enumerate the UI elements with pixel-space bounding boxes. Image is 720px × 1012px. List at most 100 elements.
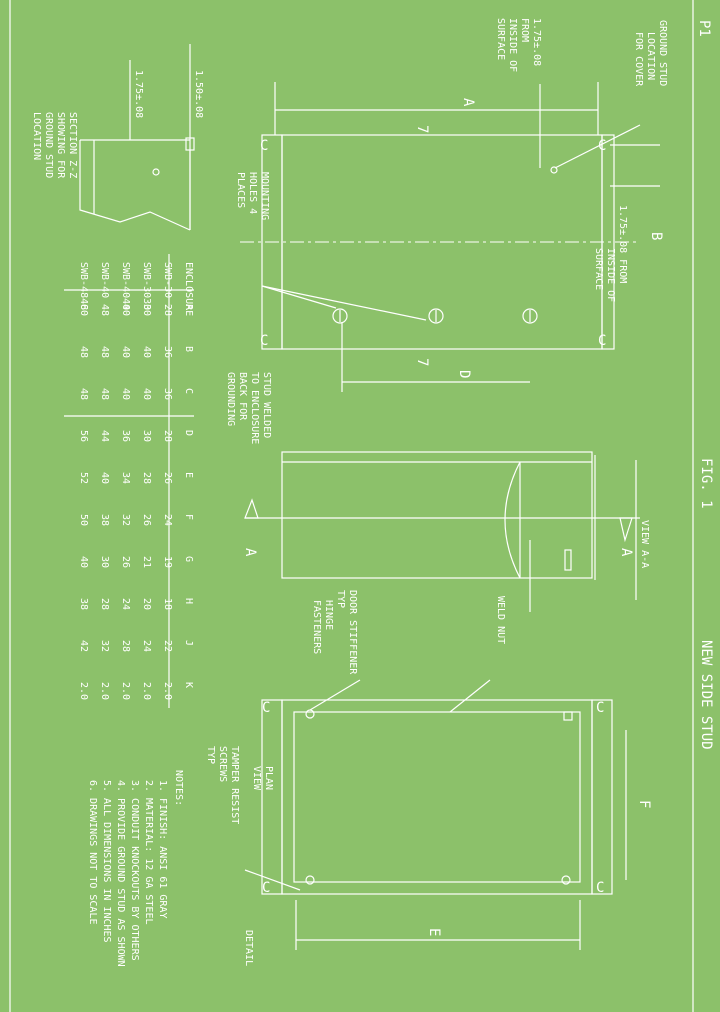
svg-text:FOR COVER: FOR COVER <box>633 32 644 87</box>
dimension-table: ENCLOSUREABCDEFGHJKSWB-30283636282624191… <box>64 254 194 708</box>
table-cell: 28 <box>99 598 110 610</box>
table-cell: SWB-4040 <box>120 262 131 310</box>
note-line: 4. PROVIDE GROUND STUD AS SHOWN <box>115 780 126 967</box>
note-line: 3. CONDUIT KNOCKOUTS BY OTHERS <box>129 780 140 961</box>
table-cell: 28 <box>141 472 152 484</box>
svg-text:LOCATION: LOCATION <box>31 112 42 160</box>
table-header-cell: ENCLOSURE <box>183 262 194 316</box>
table-cell: 60 <box>78 304 89 316</box>
table-cell: 24 <box>120 598 131 610</box>
table-cell: 32 <box>99 640 110 652</box>
table-cell: SWB-4848 <box>78 262 89 310</box>
svg-text:HINGE: HINGE <box>323 600 334 630</box>
table-header-cell: D <box>183 430 194 436</box>
table-cell: 24 <box>162 514 173 526</box>
dim-175: 1.75±.08 <box>133 70 144 118</box>
table-header-cell: B <box>183 346 194 352</box>
table-cell: 48 <box>99 346 110 358</box>
dim-150: 1.50±.08 <box>193 70 204 118</box>
table-header-cell: F <box>183 514 194 520</box>
svg-text:TAMPER RESIST: TAMPER RESIST <box>229 746 240 824</box>
svg-text:DOOR STIFFENER: DOOR STIFFENER <box>347 590 358 675</box>
stud-hole-3 <box>522 308 538 324</box>
svg-text:GROUND STUD: GROUND STUD <box>43 112 54 178</box>
table-cell: 18 <box>162 598 173 610</box>
svg-text:BACK FOR: BACK FOR <box>237 372 248 421</box>
svg-text:SURFACE: SURFACE <box>495 18 506 60</box>
table-cell: 28 <box>162 430 173 442</box>
svg-text:C: C <box>598 138 606 154</box>
svg-text:PLAN: PLAN <box>263 766 274 790</box>
table-header-cell: G <box>183 556 194 562</box>
svg-text:C: C <box>598 333 606 349</box>
table-cell: 2.0 <box>78 682 89 700</box>
svg-text:SURFACE: SURFACE <box>593 248 604 290</box>
svg-text:INSIDE OF: INSIDE OF <box>507 18 518 72</box>
table-cell: 44 <box>99 430 110 442</box>
svg-text:STUD WELDED: STUD WELDED <box>261 372 272 438</box>
table-cell: 32 <box>120 514 131 526</box>
table-cell: 40 <box>78 556 89 568</box>
svg-text:VIEW A-A: VIEW A-A <box>639 520 650 568</box>
table-cell: SWB-3030 <box>141 262 152 310</box>
note-line: 5. ALL DIMENSIONS IN INCHES <box>101 780 112 943</box>
table-cell: 38 <box>78 598 89 610</box>
table-cell: 40 <box>120 388 131 400</box>
table-cell: SWB-30 <box>162 262 173 298</box>
table-cell: 28 <box>162 304 173 316</box>
svg-text:VIEW: VIEW <box>251 766 262 791</box>
view-a-a: A A <box>242 451 640 612</box>
table-cell: 24 <box>141 640 152 652</box>
table-cell: 48 <box>78 388 89 400</box>
svg-text:LOCATION: LOCATION <box>645 32 656 80</box>
svg-text:C: C <box>260 333 268 349</box>
figure-label: FIG. 1 <box>698 458 714 509</box>
svg-text:1.75±.08: 1.75±.08 <box>531 18 542 66</box>
table-cell: 30 <box>141 430 152 442</box>
table-cell: 50 <box>78 514 89 526</box>
table-cell: 40 <box>99 472 110 484</box>
note-line: 1. FINISH: ANSI 61 GRAY <box>157 780 168 918</box>
table-cell: 36 <box>162 388 173 400</box>
table-cell: 34 <box>120 472 131 484</box>
svg-text:C: C <box>260 138 268 154</box>
table-cell: 2.0 <box>120 682 131 700</box>
table-cell: 36 <box>162 346 173 358</box>
table-cell: 28 <box>120 640 131 652</box>
svg-text:SECTION Z-Z: SECTION Z-Z <box>67 112 78 178</box>
table-cell: 48 <box>99 304 110 316</box>
table-header-cell: C <box>183 388 194 394</box>
front-view: C C C C E F <box>244 679 652 950</box>
table-cell: 26 <box>141 514 152 526</box>
svg-text:INSIDE OF: INSIDE OF <box>605 248 616 302</box>
table-header-cell: K <box>183 682 194 688</box>
table-header-cell: H <box>183 598 194 604</box>
svg-text:F: F <box>636 800 652 808</box>
table-cell: SWB-40 <box>99 262 110 298</box>
table-cell: 2.0 <box>99 682 110 700</box>
svg-text:7: 7 <box>414 125 430 133</box>
notes-title: NOTES: <box>173 770 184 806</box>
table-header-cell: A <box>183 304 194 310</box>
table-cell: 30 <box>141 304 152 316</box>
table-cell: 40 <box>141 388 152 400</box>
plan-view: C C C C A 7 7 B D <box>240 82 664 392</box>
svg-text:7: 7 <box>414 358 430 366</box>
table-cell: 20 <box>141 598 152 610</box>
svg-text:C: C <box>596 880 604 896</box>
table-cell: 48 <box>78 346 89 358</box>
svg-text:PLACES: PLACES <box>235 172 246 208</box>
table-cell: 48 <box>99 388 110 400</box>
note-line: 6. DRAWINGS NOT TO SCALE <box>87 780 98 925</box>
view-title: NEW SIDE STUD <box>698 640 714 750</box>
ground-stud-label: GROUND STUD <box>657 20 668 86</box>
svg-text:D: D <box>456 370 472 378</box>
svg-text:B: B <box>648 232 664 240</box>
table-cell: 21 <box>141 556 152 568</box>
svg-text:TYP: TYP <box>205 746 216 764</box>
svg-text:A: A <box>460 98 476 107</box>
svg-text:TO ENCLOSURE: TO ENCLOSURE <box>249 372 260 444</box>
table-header-cell: E <box>183 472 194 478</box>
